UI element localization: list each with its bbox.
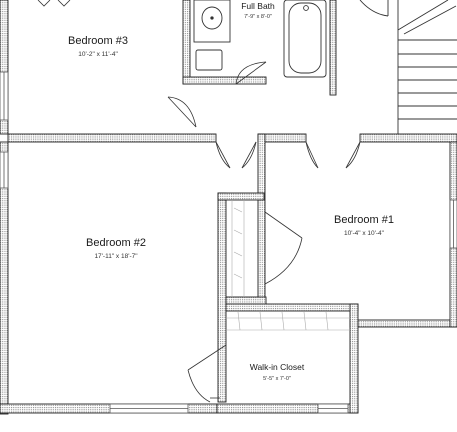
full-bath-name: Full Bath xyxy=(241,1,275,11)
door-bath xyxy=(235,61,267,85)
wall-left-upper xyxy=(0,0,9,135)
wall-structure xyxy=(0,0,457,415)
wall-bath-bottom xyxy=(182,76,267,85)
door-bedroom1 xyxy=(305,141,361,169)
stairs xyxy=(359,0,457,134)
wall-corridor-right xyxy=(257,133,266,299)
wall-bath-left xyxy=(182,0,191,85)
door-bedroom2 xyxy=(215,141,257,169)
bedroom1-name: Bedroom #1 xyxy=(334,214,394,226)
wall-bedroom3-bottom xyxy=(7,133,217,143)
walkin-closet-name: Walk-in Closet xyxy=(250,362,305,372)
bedroom2-name: Bedroom #2 xyxy=(86,237,146,249)
door-walkin-closet xyxy=(187,344,227,403)
wall-bedroom1-top-right xyxy=(359,133,457,143)
wall-walkin-right xyxy=(349,303,359,414)
room-labels: Bedroom #3 10'-2" x 11'-4" Full Bath 7'-… xyxy=(68,1,394,382)
doors xyxy=(167,61,361,403)
top-window-swings xyxy=(37,0,71,7)
bath-fixtures xyxy=(193,0,327,78)
wall-bath-right xyxy=(329,0,337,96)
wall-left-lower xyxy=(0,141,9,415)
bedroom3-name: Bedroom #3 xyxy=(68,35,128,47)
bedroom3-dims: 10'-2" x 11'-4" xyxy=(78,51,118,58)
closet-shelving xyxy=(226,200,350,331)
door-closet xyxy=(264,211,303,285)
wall-closet-left xyxy=(217,192,227,403)
wall-walkin-top xyxy=(225,303,359,312)
windows xyxy=(0,71,457,414)
bedroom2-dims: 17'-11" x 18'-7" xyxy=(94,253,138,260)
wall-closet-divider xyxy=(225,296,267,305)
bedroom1-dims: 10'-4" x 10'-4" xyxy=(344,230,385,237)
door-bedroom3 xyxy=(167,96,197,128)
walkin-closet-dims: 5'-5" x 7'-0" xyxy=(263,376,291,382)
toilet-tank xyxy=(195,49,223,71)
wall-closet-top xyxy=(217,192,265,201)
full-bath-dims: 7'-9" x 8'-0" xyxy=(244,14,272,20)
wall-bedroom1-bottom xyxy=(349,319,457,328)
